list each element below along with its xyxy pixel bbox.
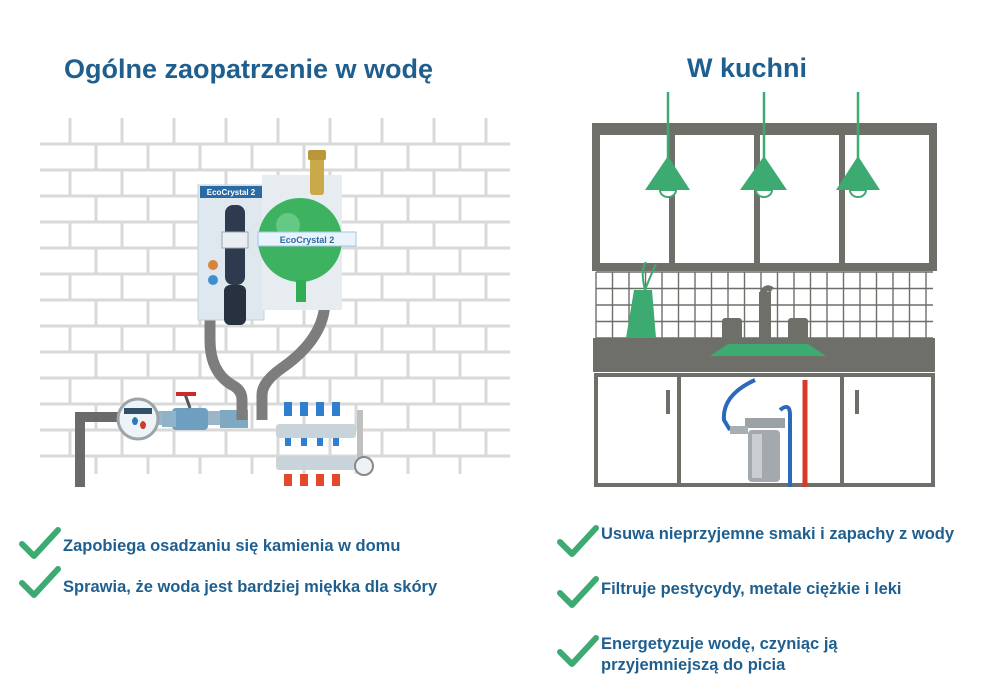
lamp-icon [740,92,787,198]
ecocrystal-sphere: EcoCrystal 2 [257,150,357,310]
left-benefit-1: Zapobiega osadzaniu się kamienia w domu [18,526,400,560]
filter-icon [721,378,808,487]
valve-icon [162,392,208,430]
check-icon [19,527,61,559]
left-benefit-1-text: Zapobiega osadzaniu się kamienia w domu [63,537,401,555]
right-benefit-2-text: Filtruje pestycydy, metale ciężkie i lek… [601,580,902,598]
sphere-label: EcoCrystal 2 [280,235,335,245]
check-icon [19,566,61,598]
check-icon [557,525,599,557]
water-meter-icon [116,397,160,441]
right-benefit-1-text: Usuwa nieprzyjemne smaki i zapachy z wod… [601,525,955,543]
faucet-icon [722,285,808,340]
main-unit-label: EcoCrystal 2 [207,188,256,197]
check-icon [557,576,599,608]
kitchen-scene [592,92,937,487]
left-section-title: Ogólne zaopatrzenie w wodę [64,54,434,84]
water-manifold [276,402,374,486]
left-benefit-2-text: Sprawia, że woda jest bardziej miękka dl… [63,578,438,596]
lamp-icon [645,92,690,198]
ecocrystal-main-unit: EcoCrystal 2 [197,184,265,325]
lamp-icon [836,92,880,198]
right-benefit-3-text: Energetyzuje wodę, czyniąc ją przyjemnie… [601,635,838,674]
right-section-title: W kuchni [687,53,807,83]
left-benefit-2: Sprawia, że woda jest bardziej miękka dl… [18,565,437,599]
right-benefit-1: Usuwa nieprzyjemne smaki i zapachy z wod… [556,524,981,558]
right-benefit-2: Filtruje pestycydy, metale ciężkie i lek… [556,575,981,609]
right-benefit-3: Energetyzuje wodę, czyniąc ją przyjemnie… [556,634,901,676]
brick-wall [40,118,510,474]
check-icon [557,635,599,667]
